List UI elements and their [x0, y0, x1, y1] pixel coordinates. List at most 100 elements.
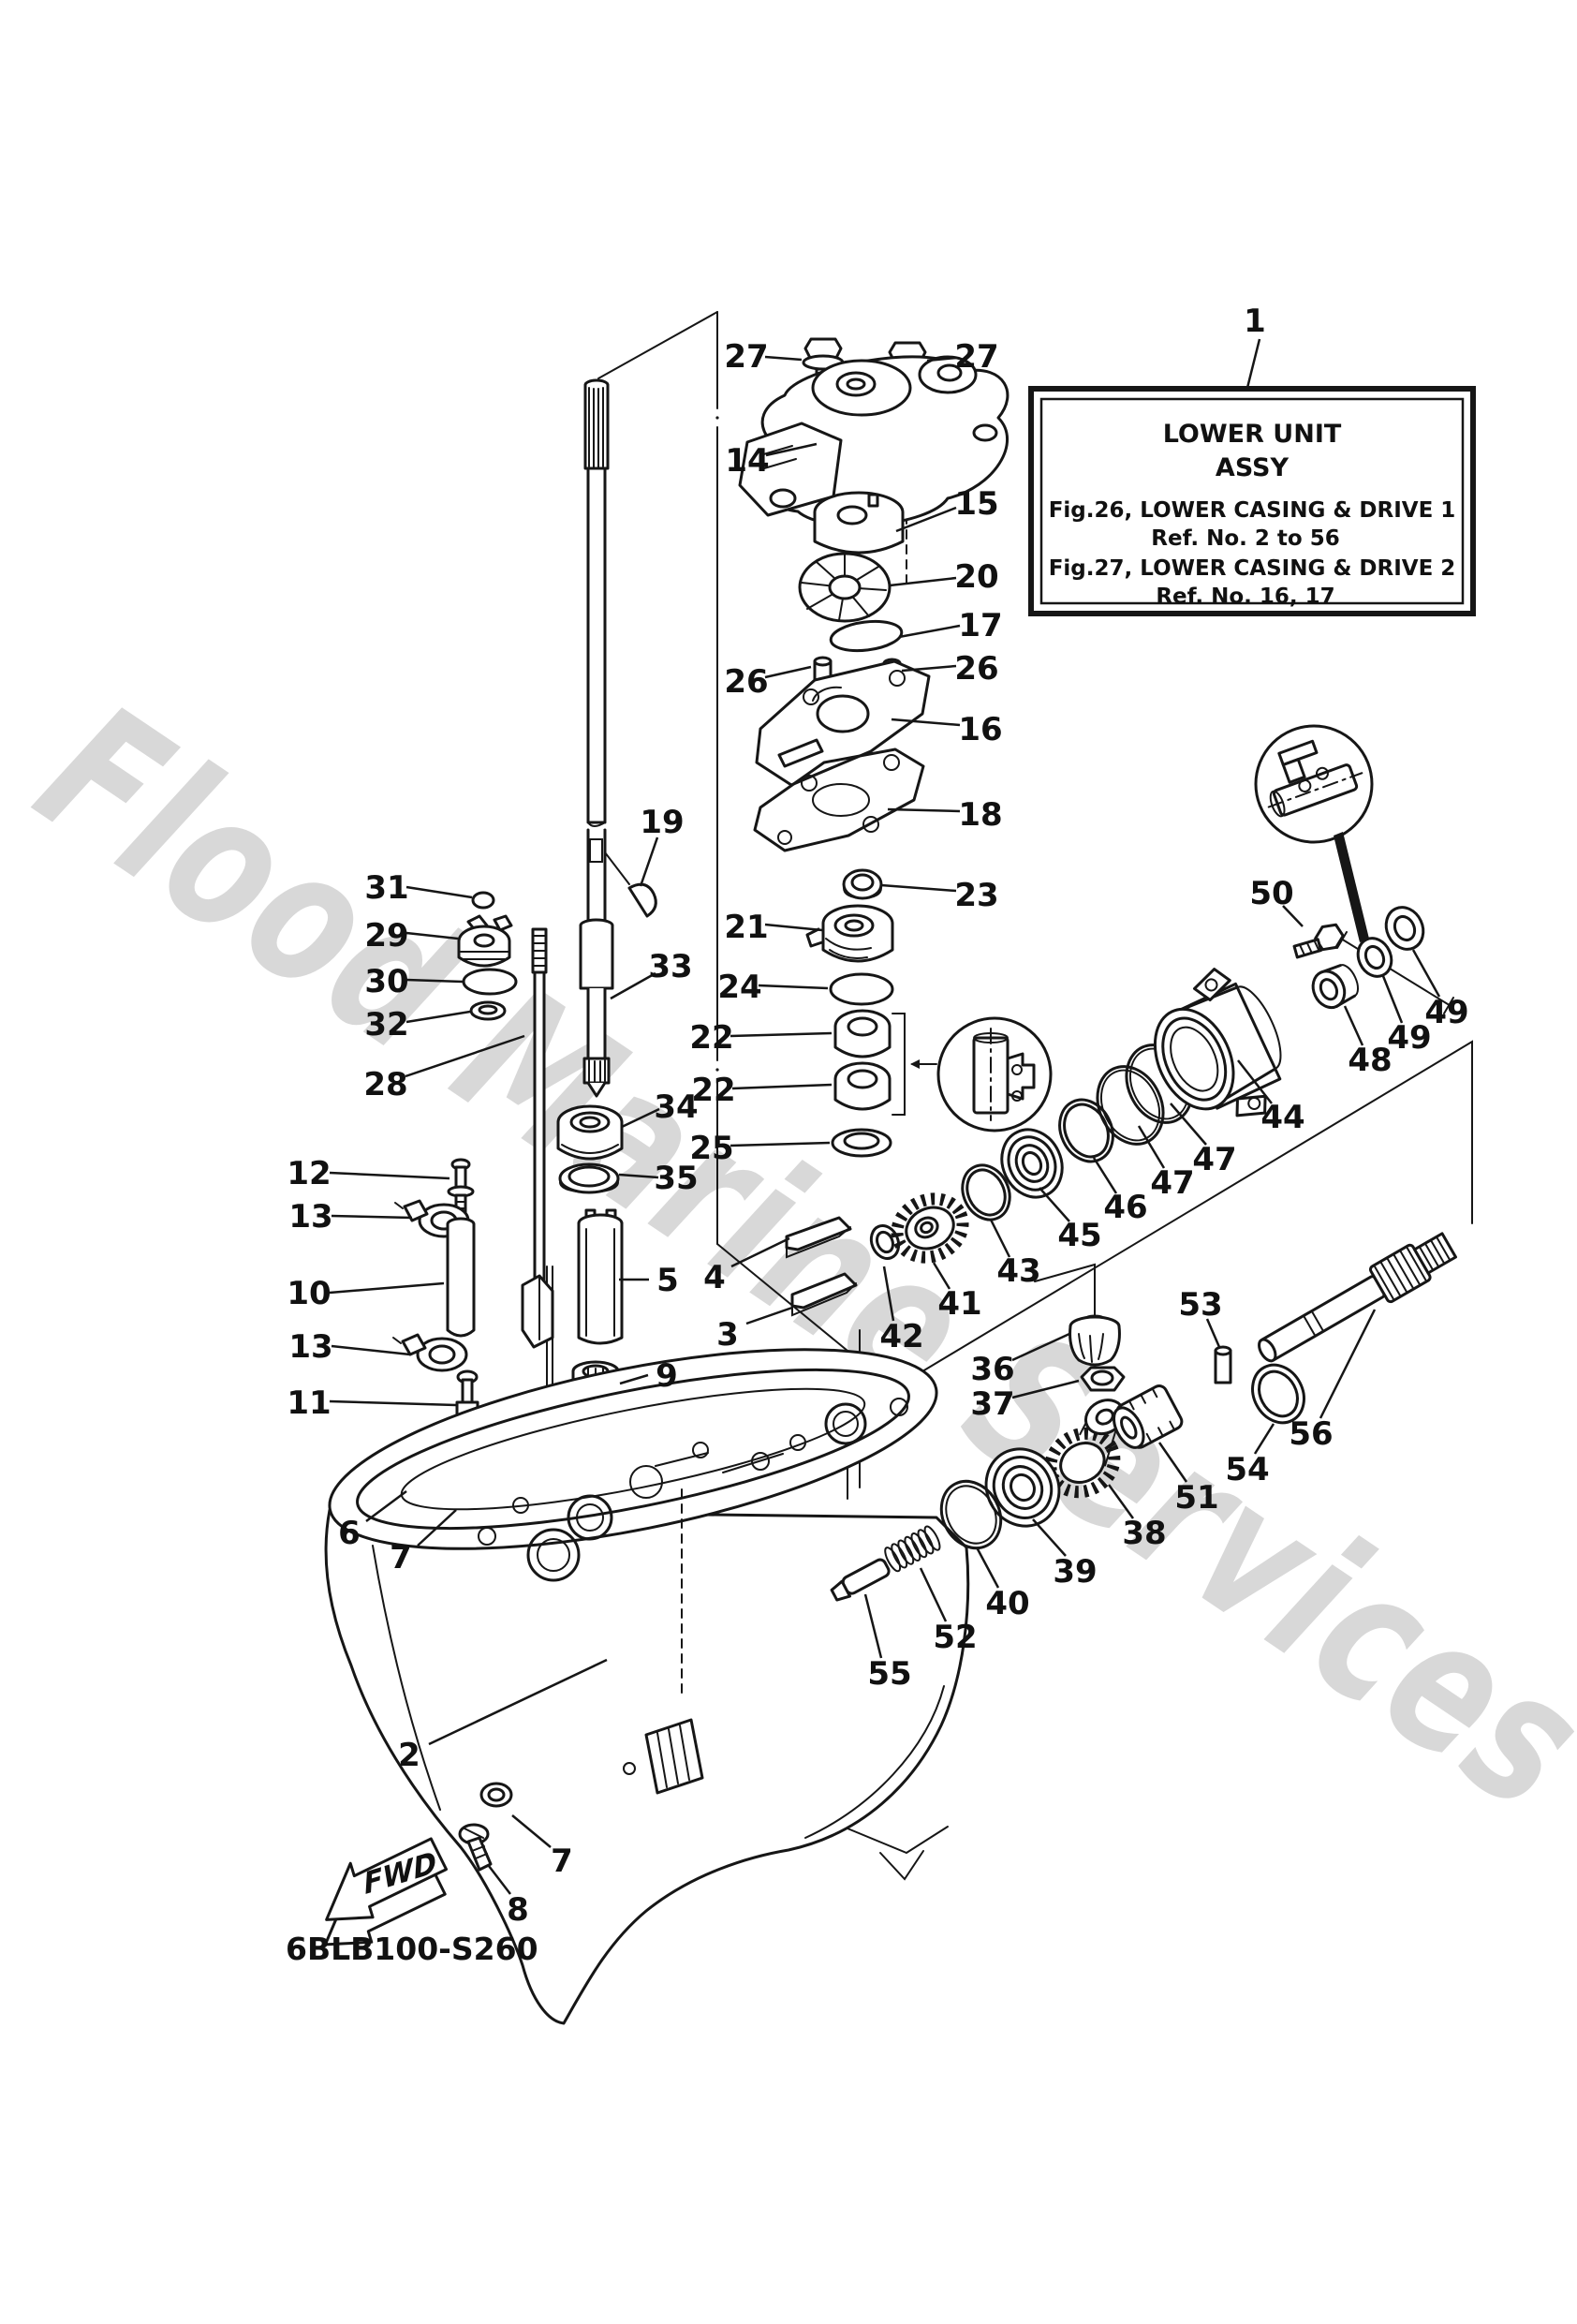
- callout-7: 7: [511, 1814, 573, 1880]
- part-43-thrust-washer: [961, 1163, 1011, 1221]
- callout-number: 28: [363, 1066, 407, 1103]
- callout-number: 47: [1150, 1164, 1194, 1202]
- part-24-oring: [829, 972, 894, 1006]
- detail-inset-carrier-clip: [1254, 724, 1374, 942]
- part-21-cartridge: [805, 904, 894, 963]
- callout-number: 4: [703, 1259, 726, 1296]
- callout-number: 54: [1225, 1451, 1269, 1488]
- part-14-water-pump-housing: [738, 355, 1010, 527]
- callout-14: 14: [725, 442, 818, 480]
- part-2-lower-casing: [324, 1348, 970, 2025]
- info-box-inner: [1039, 397, 1465, 605]
- part-18-gasket: [753, 748, 925, 852]
- callout-number: 53: [1178, 1286, 1222, 1324]
- callout-number: 21: [724, 909, 768, 946]
- callout-19: 19: [639, 804, 685, 887]
- detail-inset-bearing-clip: [936, 1016, 1053, 1132]
- callout-number: 41: [937, 1285, 981, 1323]
- callout-1: 1: [1244, 303, 1266, 389]
- callout-13: 13: [288, 1328, 411, 1366]
- callout-48: 48: [1343, 1005, 1393, 1079]
- part-30-oring: [462, 968, 518, 996]
- callout-number: 8: [507, 1891, 529, 1929]
- callout-number: 15: [954, 485, 998, 523]
- callout-number: 43: [996, 1252, 1040, 1290]
- callout-43: 43: [989, 1219, 1041, 1290]
- callout-52: 52: [919, 1567, 978, 1656]
- callout-26: 26: [724, 663, 812, 701]
- callout-number: 27: [954, 338, 998, 376]
- callout-number: 33: [648, 948, 692, 985]
- callout-number: 2: [398, 1737, 420, 1774]
- callout-number: 37: [970, 1385, 1014, 1423]
- info-box-outer: [1028, 386, 1476, 616]
- callout-7: 7: [390, 1509, 457, 1576]
- part-19-woodruff-key: [589, 838, 657, 918]
- callout-49: 49: [1411, 949, 1469, 1031]
- callout-number: 9: [656, 1357, 678, 1395]
- callout-number: 38: [1122, 1515, 1166, 1552]
- part-29-anode-cap: [457, 914, 513, 968]
- callout-3: 3: [716, 1306, 793, 1354]
- callout-number: 11: [287, 1384, 331, 1422]
- callout-number: 10: [287, 1275, 331, 1312]
- part-25-washer: [831, 1128, 892, 1158]
- drawing-code: 6BLB100-S260: [286, 1931, 538, 1967]
- callout-17: 17: [898, 607, 1003, 644]
- part-22-bearing-upper: [833, 1009, 892, 1058]
- callout-number: 36: [970, 1351, 1014, 1388]
- callout-36: 36: [970, 1332, 1070, 1388]
- part-33-driveshaft: [579, 378, 614, 1098]
- callout-number: 23: [954, 877, 998, 914]
- callout-27: 27: [926, 338, 999, 376]
- callout-number: 22: [689, 1019, 733, 1057]
- callout-21: 21: [724, 909, 823, 946]
- callout-11: 11: [287, 1384, 457, 1422]
- callout-16: 16: [891, 711, 1003, 748]
- callout-number: 49: [1424, 994, 1468, 1031]
- callout-12: 12: [287, 1155, 450, 1192]
- info-box-fig1: Fig.26, LOWER CASING & DRIVE 1: [1049, 498, 1456, 523]
- part-39-ball-bearing: [984, 1447, 1061, 1528]
- part-53-pin: [1214, 1345, 1232, 1384]
- callout-number: 48: [1348, 1042, 1392, 1079]
- callout-number: 17: [958, 607, 1002, 644]
- callout-number: 26: [954, 650, 998, 688]
- callout-49: 49: [1381, 975, 1432, 1057]
- callout-40: 40: [975, 1547, 1030, 1622]
- callout-32: 32: [364, 1006, 471, 1044]
- part-51-clutch-dog: [1113, 1384, 1184, 1449]
- callout-35: 35: [618, 1160, 699, 1197]
- part-16-pump-plate: [755, 659, 931, 787]
- callout-13: 13: [288, 1198, 413, 1236]
- callout-9: 9: [619, 1357, 678, 1395]
- part-45-tapered-bearing: [1000, 1128, 1064, 1199]
- part-50-bolt: [1292, 923, 1345, 959]
- part-49-seal-b: [1384, 906, 1425, 951]
- info-box-ref1: Ref. No. 2 to 56: [1151, 526, 1339, 551]
- callout-number: 12: [287, 1155, 331, 1192]
- part-20-impeller: [798, 552, 892, 623]
- callout-39: 39: [1032, 1518, 1098, 1591]
- info-box-fig2: Fig.27, LOWER CASING & DRIVE 2: [1049, 556, 1456, 581]
- part-37-pinion-nut: [1080, 1366, 1126, 1392]
- callout-6: 6: [338, 1489, 407, 1552]
- callout-56: 56: [1289, 1309, 1377, 1453]
- callout-number: 7: [551, 1843, 573, 1880]
- callout-number: 42: [879, 1318, 923, 1355]
- callout-number: 7: [390, 1539, 412, 1576]
- callout-number: 31: [364, 869, 408, 907]
- callout-number: 51: [1174, 1479, 1218, 1517]
- callout-number: 52: [933, 1619, 977, 1656]
- callout-42: 42: [879, 1266, 924, 1355]
- callout-55: 55: [863, 1593, 912, 1693]
- part-8-bolt: [458, 1823, 493, 1872]
- callout-number: 5: [656, 1262, 679, 1299]
- part-15-pump-insert: [813, 491, 905, 555]
- part-23-seal: [842, 868, 883, 900]
- callouts-layer: 1234567789101112131314151617181920212222…: [287, 303, 1468, 1929]
- callout-number: 46: [1103, 1189, 1147, 1226]
- info-box-title-1: LOWER UNIT: [1163, 420, 1342, 449]
- callout-5: 5: [619, 1262, 679, 1299]
- callout-33: 33: [610, 948, 693, 1000]
